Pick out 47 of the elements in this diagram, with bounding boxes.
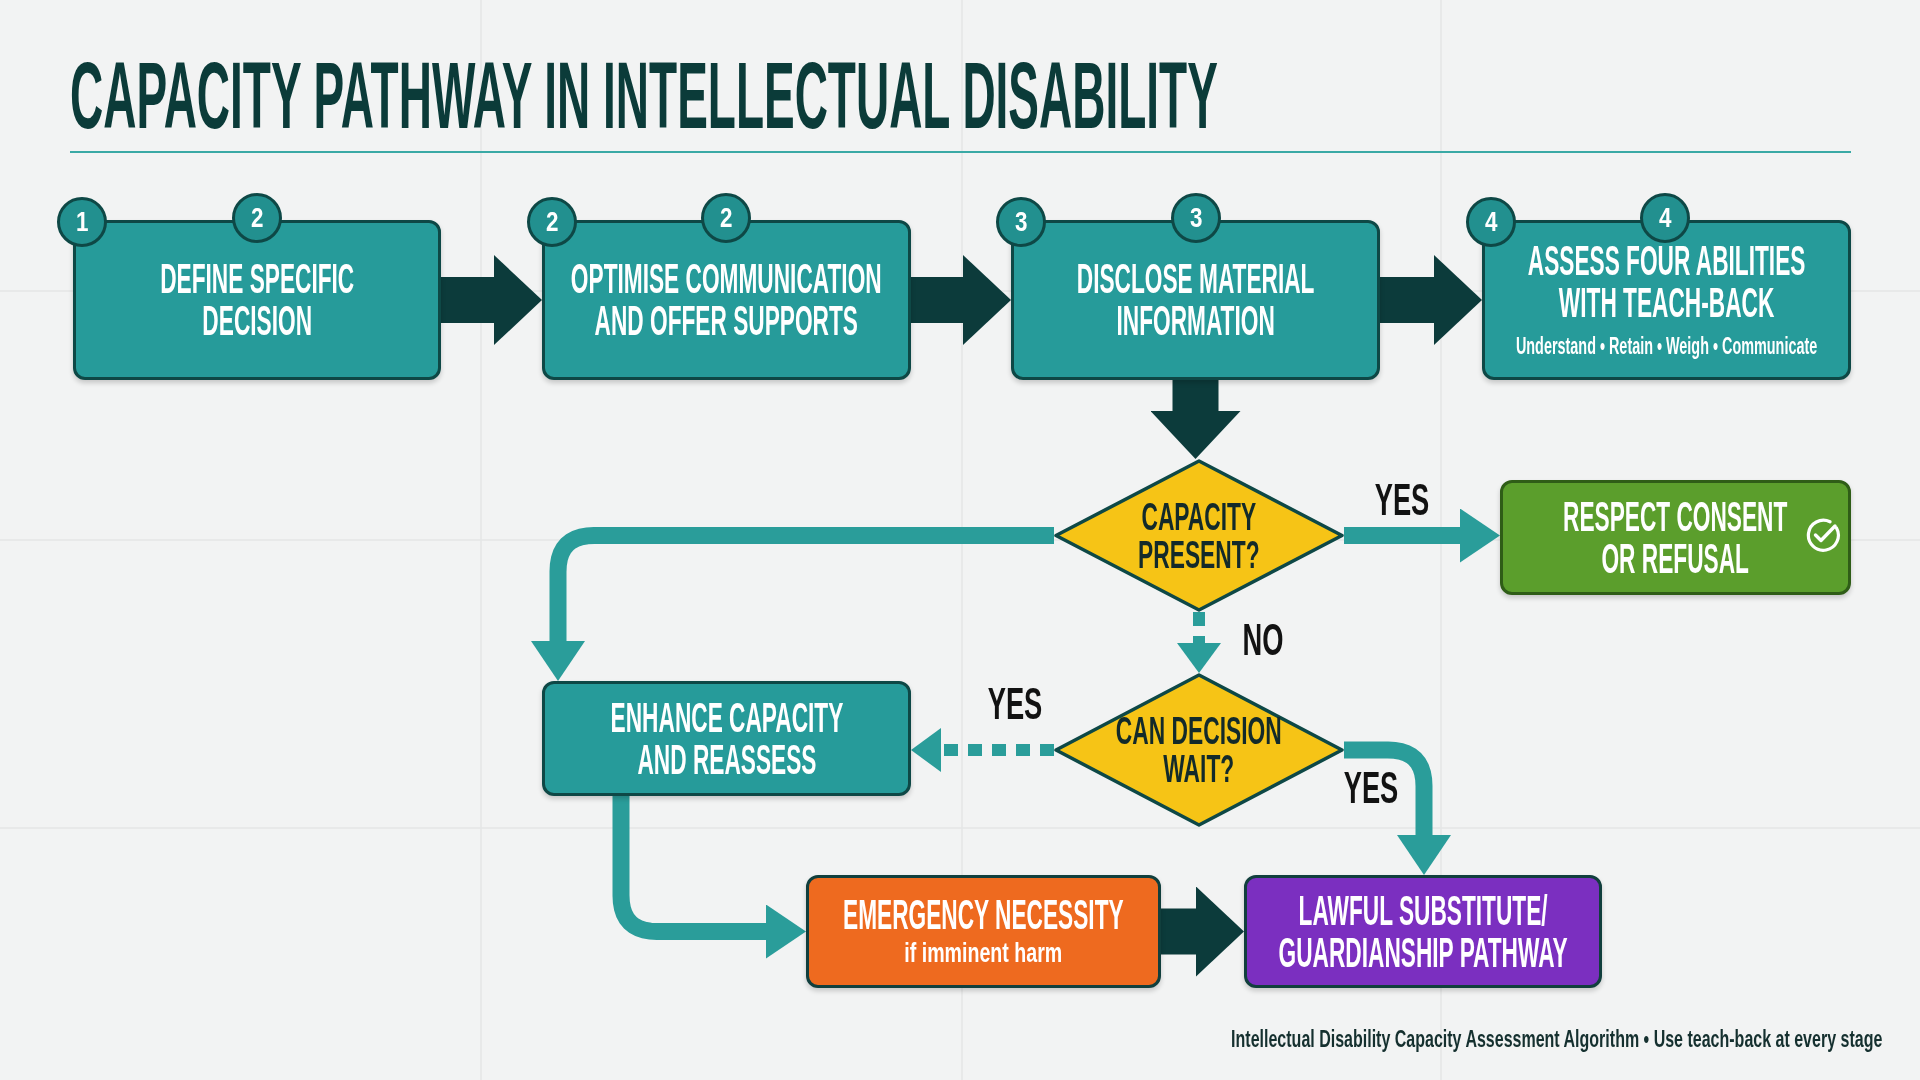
arrow	[531, 527, 1054, 681]
box-heading: ENHANCE CAPACITY AND REASSESS	[609, 696, 844, 781]
process-box	[542, 681, 911, 796]
box-subheading: if imminent harm	[903, 938, 1064, 969]
block-arrow	[1150, 380, 1241, 459]
box-heading: DEFINE SPECIFIC DECISION	[159, 258, 355, 342]
block-arrow	[1380, 255, 1482, 345]
arrow	[1344, 741, 1451, 875]
box-heading: OPTIMISE COMMUNICATION AND OFFER SUPPORTS	[570, 258, 883, 342]
step-badge	[1640, 193, 1690, 243]
decision-text: CAPACITY PRESENT?	[1137, 497, 1261, 574]
step-number: 2	[544, 208, 560, 236]
dashed-arrow	[911, 728, 1054, 772]
step-number: 4	[1483, 208, 1499, 236]
step-number: 2	[718, 204, 734, 232]
block-arrow	[911, 255, 1011, 345]
box-heading: EMERGENCY NECESSITY	[842, 894, 1125, 937]
diagram-title: CAPACITY PATHWAY IN INTELLECTUAL DISABILITY	[70, 49, 1218, 143]
step-number: 2	[249, 204, 265, 232]
step-badge	[1171, 193, 1221, 243]
step-badge	[1466, 197, 1516, 247]
box-heading: DISCLOSE MATERIAL INFORMATION	[1075, 258, 1316, 342]
footer-caption: Intellectual Disability Capacity Assessment Algorithm • Use teach-back at every stage	[1230, 1026, 1882, 1053]
step-number: 1	[74, 208, 90, 236]
emergency-box	[806, 875, 1161, 988]
step-number: 3	[1013, 208, 1029, 236]
decision-diamond	[1054, 673, 1344, 827]
dashed-arrow	[1177, 612, 1221, 673]
arrow	[1344, 508, 1500, 563]
box-heading: ASSESS FOUR ABILITIES WITH TEACH-BACK	[1526, 239, 1807, 324]
pathway-box	[1244, 875, 1602, 988]
box-heading: RESPECT CONSENT OR REFUSAL	[1562, 495, 1789, 580]
box-heading: LAWFUL SUBSTITUTE/ GUARDIANSHIP PATHWAY	[1277, 889, 1569, 974]
outcome-box	[1500, 480, 1851, 595]
decision-text: CAN DECISION WAIT?	[1115, 712, 1283, 788]
step-badge	[232, 193, 282, 243]
arrow	[612, 796, 806, 959]
block-arrow	[1161, 886, 1244, 977]
box-subheading: Understand • Retain • Weigh • Communicate	[1514, 331, 1819, 361]
step-number: 4	[1657, 204, 1673, 232]
step-badge	[996, 197, 1046, 247]
step-badge	[527, 197, 577, 247]
step-badge	[701, 193, 751, 243]
step-number: 3	[1188, 204, 1204, 232]
decision-diamond	[1054, 459, 1344, 612]
block-arrow	[441, 255, 542, 345]
step-badge	[57, 197, 107, 247]
